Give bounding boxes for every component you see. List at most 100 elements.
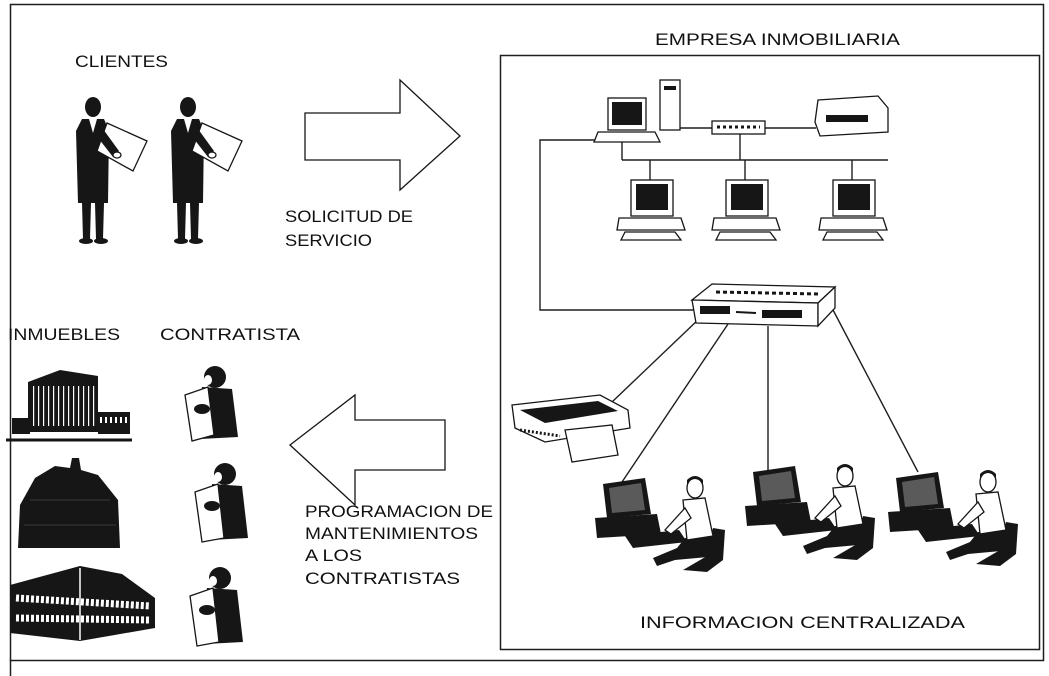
server-detail [735, 311, 757, 314]
workstation-operator-icon [595, 476, 725, 572]
client-head [180, 97, 196, 117]
client-head [85, 97, 101, 117]
operator-arm [814, 494, 842, 523]
screen [902, 477, 938, 507]
computer-screen [612, 102, 642, 125]
screen [609, 483, 645, 513]
outer-frame [9, 3, 1045, 662]
document-icon [189, 587, 220, 647]
operator-arm [957, 500, 985, 529]
client-arm [99, 129, 119, 157]
cpu-case [745, 502, 811, 526]
server-side [817, 285, 836, 328]
footer-label: INFORMACION CENTRALIZADA [640, 613, 966, 632]
cpu-case [595, 514, 661, 538]
contractor-hand [204, 501, 220, 511]
desktop-computer-icon [593, 79, 681, 143]
client-leg [82, 203, 91, 239]
contractor-face [209, 576, 217, 586]
computer-tower [659, 79, 681, 131]
hub-body [711, 120, 766, 135]
company-box [499, 54, 1041, 651]
clipboard-icon [96, 122, 148, 172]
maintenance-label-line-2: MANTENIMIENTOS [305, 524, 478, 543]
workstation-operator-icon [888, 470, 1018, 566]
contractor-label: CONTRATISTA [160, 325, 301, 344]
server-drive-bay [762, 310, 802, 318]
network-cabling [539, 127, 919, 483]
client-shirt [89, 119, 97, 133]
client-leg [190, 203, 199, 239]
client-figure-icon [76, 97, 148, 244]
keyboard [918, 524, 980, 542]
operator-shirt [975, 491, 1007, 535]
client-arm [194, 129, 214, 157]
operator-legs [653, 536, 719, 566]
server-link-line [539, 139, 695, 311]
keyboard [714, 231, 778, 241]
house-icon [18, 458, 120, 548]
company-title: EMPRESA INMOBILIARIA [655, 30, 901, 49]
operator-hair [687, 476, 703, 484]
building-windows-lower [15, 614, 151, 624]
client-shoe [174, 238, 188, 244]
client-shoe [189, 238, 203, 244]
contractor-figure-icon [189, 567, 243, 647]
request-arrow-right-icon [304, 78, 461, 192]
screen [759, 471, 795, 501]
clients-label: CLIENTES [75, 52, 168, 71]
laser-printer-icon [814, 95, 889, 137]
maintenance-label-line-3: A LOS [305, 546, 362, 565]
server-vents [715, 290, 821, 296]
screen [838, 184, 870, 210]
operator-hair [980, 470, 996, 478]
cpu-case [888, 508, 954, 532]
client-hand [207, 151, 217, 159]
cpu-case [616, 217, 686, 231]
contractor-figure-icon [184, 366, 238, 442]
contractor-figure-icon [194, 463, 248, 543]
low-rise-building-icon [10, 566, 155, 641]
client-figure-icon [171, 97, 243, 244]
operator-legs [946, 530, 1012, 560]
contractor-hand [194, 404, 210, 414]
operator-legs [803, 524, 869, 554]
maintenance-label-line-4: CONTRATISTAS [305, 569, 460, 588]
request-label-line-2: SERVICIO [285, 231, 372, 250]
client-leg [177, 203, 186, 239]
printer-paper [564, 424, 619, 463]
client-shirt [184, 119, 192, 133]
computer-base [593, 131, 662, 143]
client-shoe [94, 238, 108, 244]
dot-matrix-printer-icon [511, 394, 631, 463]
client-leg [95, 203, 104, 239]
contractor-face [214, 472, 222, 482]
network-hub-icon [711, 120, 766, 135]
printer-tray [826, 115, 868, 122]
operator-arm [664, 506, 692, 535]
printer-detail [519, 428, 561, 438]
building-windows-upper [15, 594, 151, 610]
contractor-hand [199, 605, 215, 615]
maintenance-arrow-left-icon [288, 393, 446, 507]
server-workstation-line [831, 307, 919, 473]
keyboard [775, 518, 837, 536]
client-shoe [79, 238, 93, 244]
cpu-case [711, 217, 781, 231]
contractor-face [204, 375, 212, 385]
screen [731, 184, 763, 210]
workstation-operator-icon [745, 464, 875, 560]
operator-shirt [682, 497, 714, 541]
request-label-line-1: SOLICITUD DE [285, 207, 413, 226]
keyboard [625, 530, 687, 548]
cpu-case [818, 217, 888, 231]
server-workstation-line [621, 323, 729, 483]
client-hand [112, 151, 122, 159]
server-drive-bay [700, 306, 730, 314]
lan-computer-icon [616, 179, 686, 241]
lan-computer-icon [711, 179, 781, 241]
document-icon [184, 386, 215, 442]
operator-shirt [832, 485, 864, 529]
office-tower-icon [6, 370, 132, 442]
